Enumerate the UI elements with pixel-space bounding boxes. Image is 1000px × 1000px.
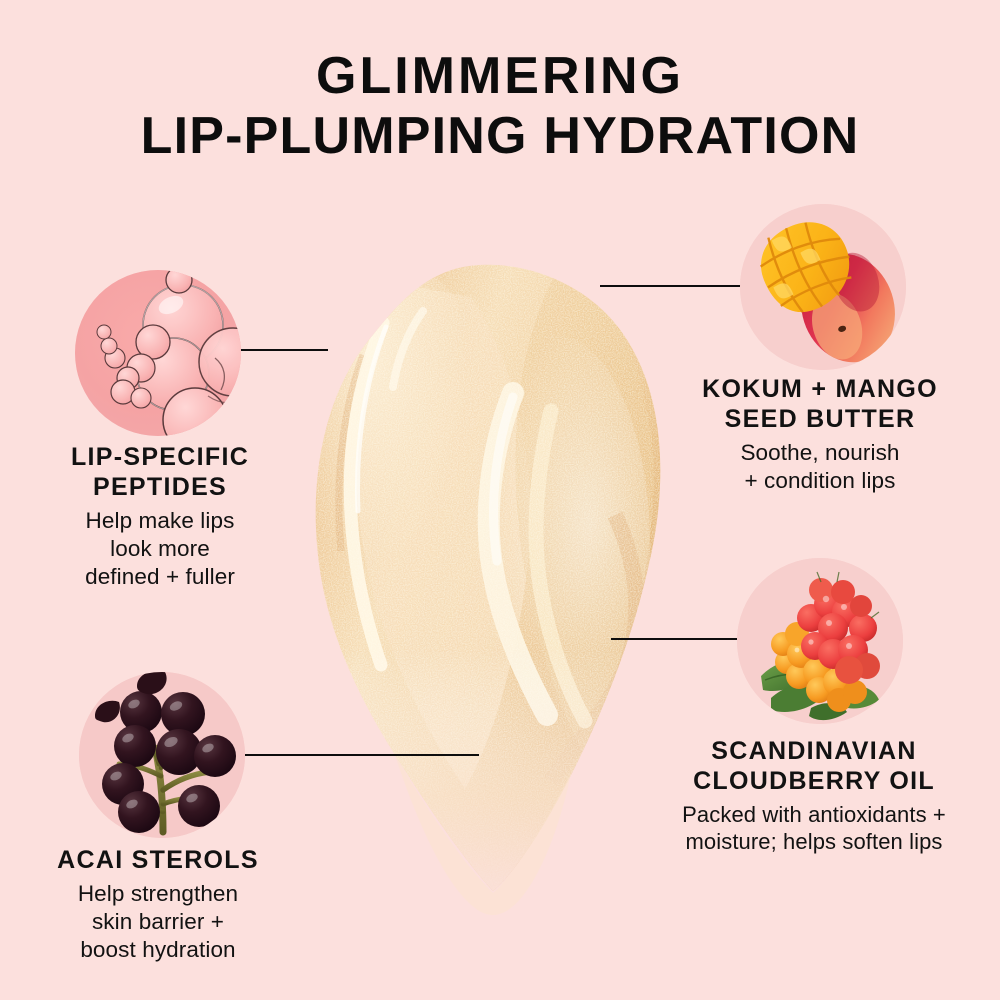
- ingredient-image-cloudberry: [737, 558, 903, 724]
- ingredient-label-acai: ACAI STEROLS Help strengthen skin barrie…: [8, 845, 308, 964]
- ingredient-label-kokum-mango: KOKUM + MANGO SEED BUTTER Soothe, nouris…: [655, 374, 985, 495]
- ingredient-heading-peptides: LIP-SPECIFIC PEPTIDES: [70, 443, 250, 501]
- ingredient-heading-acai: ACAI STEROLS: [57, 846, 259, 874]
- ingredient-image-acai: [79, 672, 245, 838]
- ingredient-description-peptides: Help make lips look more defined + fulle…: [85, 508, 235, 589]
- ingredient-label-peptides: LIP-SPECIFIC PEPTIDES Help make lips loo…: [10, 442, 310, 591]
- title-line-1: GLIMMERING: [316, 47, 684, 105]
- connector-line-acai: [241, 754, 479, 756]
- connector-line-kokum-mango: [600, 285, 742, 287]
- ingredient-description-acai: Help strengthen skin barrier + boost hyd…: [77, 881, 239, 962]
- ingredient-heading-cloudberry: SCANDINAVIAN CLOUDBERRY OIL: [693, 737, 935, 795]
- ingredient-description-cloudberry: Packed with antioxidants + moisture; hel…: [682, 802, 946, 855]
- ingredient-description-kokum-mango: Soothe, nourish + condition lips: [740, 440, 900, 493]
- title-line-2: LIP-PLUMPING HYDRATION: [140, 107, 860, 166]
- ingredient-heading-kokum-mango: KOKUM + MANGO SEED BUTTER: [702, 375, 938, 433]
- cloudberry-icon: [737, 558, 903, 724]
- acai-berries-icon: [79, 672, 245, 838]
- bubbles-icon: [75, 270, 241, 436]
- ingredient-image-kokum-mango: [740, 204, 906, 370]
- mango-icon: [740, 204, 906, 370]
- ingredient-label-cloudberry: SCANDINAVIAN CLOUDBERRY OIL Packed with …: [630, 736, 998, 856]
- connector-line-cloudberry: [611, 638, 738, 640]
- page-title: GLIMMERING LIP-PLUMPING HYDRATION: [0, 46, 1000, 167]
- lip-gloss-swatch: [255, 215, 725, 915]
- ingredient-image-peptides: [75, 270, 241, 436]
- connector-line-peptides: [240, 349, 328, 351]
